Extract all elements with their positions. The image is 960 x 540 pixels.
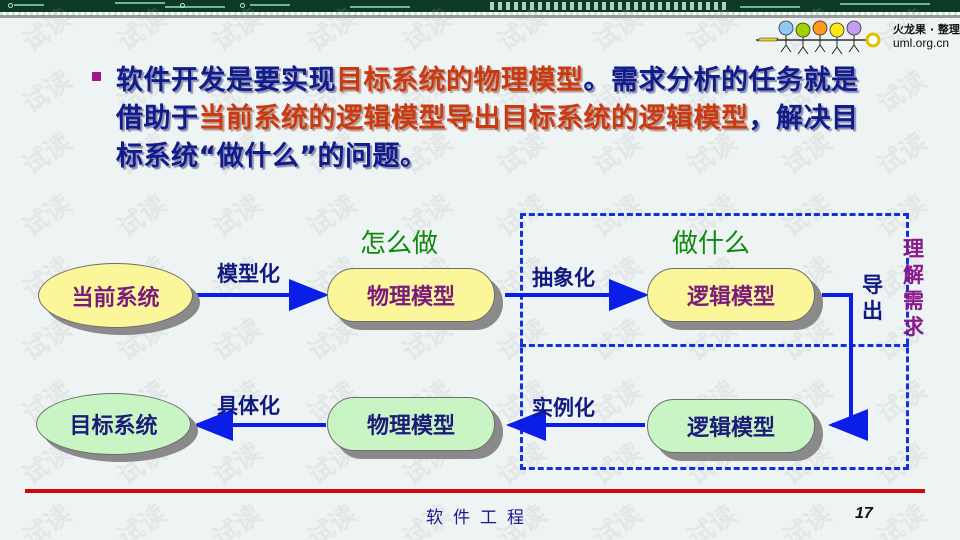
edge-label-concretization: 具体化 <box>217 394 280 418</box>
logo: 火龙果 · 整理 uml.org.cn <box>748 18 960 54</box>
edge-label-modeling: 模型化 <box>217 262 280 286</box>
footer-title: 软件工程 <box>426 508 534 528</box>
heading-what: 做什么 <box>672 229 751 259</box>
edge-label-derive: 导出 <box>862 273 883 323</box>
bullet-square-icon <box>92 72 101 81</box>
node-logical-model-top: 逻辑模型 <box>647 268 815 322</box>
node-logical-model-bottom: 逻辑模型 <box>647 399 815 453</box>
region-divider <box>520 344 909 347</box>
bullet-text: 软件开发是要实现目标系统的物理模型。需求分析的任务就是借助于当前系统的逻辑模型导… <box>116 62 872 176</box>
node-target-system: 目标系统 <box>36 393 191 455</box>
side-label-understand-requirements: 理解需求 <box>903 237 924 339</box>
text-segment: 软件开发是要实现 <box>116 65 336 96</box>
footer-divider <box>25 489 925 493</box>
highlight-segment: 目标系统的物理模型 <box>336 65 584 96</box>
heading-how: 怎么做 <box>360 229 439 259</box>
text-segment: 。需求分析的任务就是借助于 <box>116 65 859 134</box>
banner-divider <box>0 15 960 18</box>
bullet-paragraph: 软件开发是要实现目标系统的物理模型。需求分析的任务就是借助于当前系统的逻辑模型导… <box>92 62 872 176</box>
edge-label-abstraction: 抽象化 <box>532 266 595 290</box>
circuit-banner <box>0 0 960 12</box>
text-segment: ，解决目标系统“做什么”的问题。 <box>116 103 859 172</box>
banner-stripe <box>0 12 960 15</box>
edge-label-instantiation: 实例化 <box>532 396 595 420</box>
stick-figures-icon <box>756 20 881 54</box>
page-number: 17 <box>855 505 873 522</box>
what-region-box <box>520 213 909 470</box>
node-current-system: 当前系统 <box>38 263 193 328</box>
node-physical-model-top: 物理模型 <box>327 268 495 322</box>
node-physical-model-bottom: 物理模型 <box>327 397 495 451</box>
logo-title: 火龙果 · 整理 <box>893 23 960 36</box>
logo-url: uml.org.cn <box>893 36 950 50</box>
highlight-segment: 当前系统的逻辑模型导出目标系统的逻辑模型 <box>198 103 749 134</box>
